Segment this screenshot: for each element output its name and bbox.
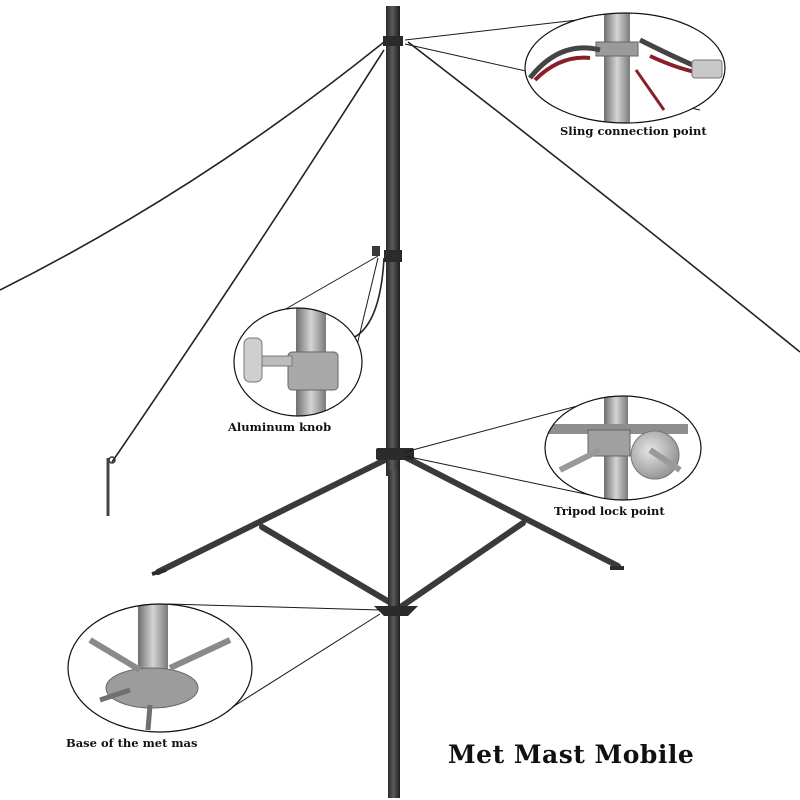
base-label: Base of the met mas	[66, 736, 198, 750]
tripod-lock-label: Tripod lock point	[554, 504, 665, 518]
tripod-feet	[151, 566, 624, 576]
tripod	[155, 453, 621, 609]
knob-detail-inset	[233, 307, 363, 417]
mast	[372, 6, 418, 798]
guy-wires	[0, 41, 800, 463]
image-title: Met Mast Mobile	[448, 740, 695, 769]
ground-stake	[106, 456, 116, 516]
tripod-lock-detail-inset	[544, 395, 702, 501]
base-detail-inset	[67, 603, 253, 733]
sling-detail-inset	[524, 12, 726, 124]
sling-connection-label: Sling connection point	[560, 124, 707, 138]
aluminum-knob-label: Aluminum knob	[228, 420, 332, 434]
